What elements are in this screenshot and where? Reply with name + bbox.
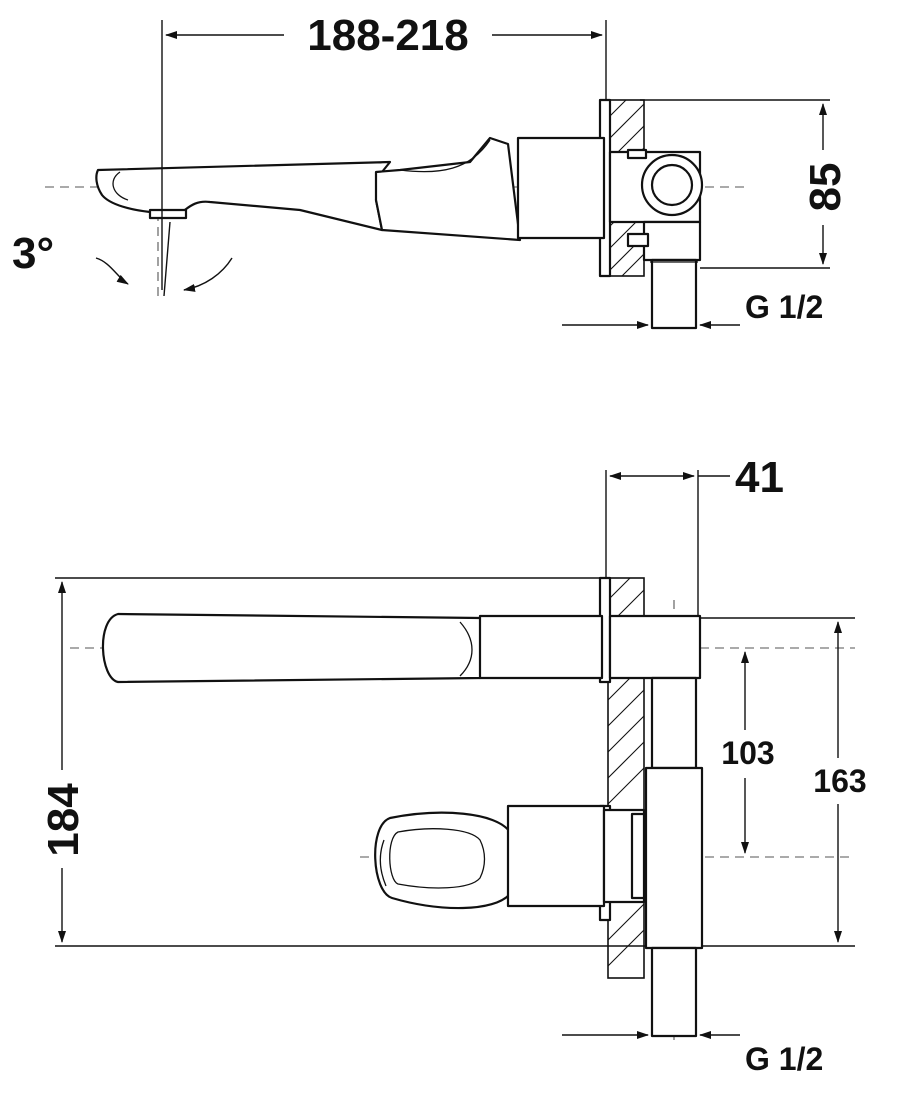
- angle-dimension: 3°: [12, 229, 54, 278]
- front-spout-neck: [478, 614, 604, 680]
- inlet-pipe: [650, 258, 698, 330]
- front-thread-label: G 1/2: [745, 1041, 823, 1077]
- front-inlet-pipe: [650, 946, 698, 1038]
- spout-connector: [608, 614, 702, 680]
- side-thread-label: G 1/2: [745, 289, 823, 325]
- mixer-block: [644, 766, 704, 950]
- front-view: 41 184 103 163 G 1/2: [39, 453, 867, 1077]
- spout: [95, 160, 392, 232]
- riser-pipe: [650, 676, 698, 770]
- spout-collar: [374, 136, 522, 242]
- body-height-dimension: 163: [813, 763, 866, 799]
- spacing-dimension: 103: [721, 735, 774, 771]
- aerator: [148, 208, 188, 220]
- height-dimension: 85: [801, 163, 850, 212]
- depth-dimension: 41: [735, 453, 784, 502]
- front-spout: [101, 612, 490, 684]
- reach-dimension: 188-218: [307, 11, 468, 60]
- side-view: 188-218 85 3° G 1/2: [12, 11, 850, 330]
- handle-body: [506, 804, 606, 908]
- lever-handle: [374, 811, 520, 910]
- spout-body: [516, 136, 606, 240]
- total-height-dimension: 184: [39, 783, 88, 857]
